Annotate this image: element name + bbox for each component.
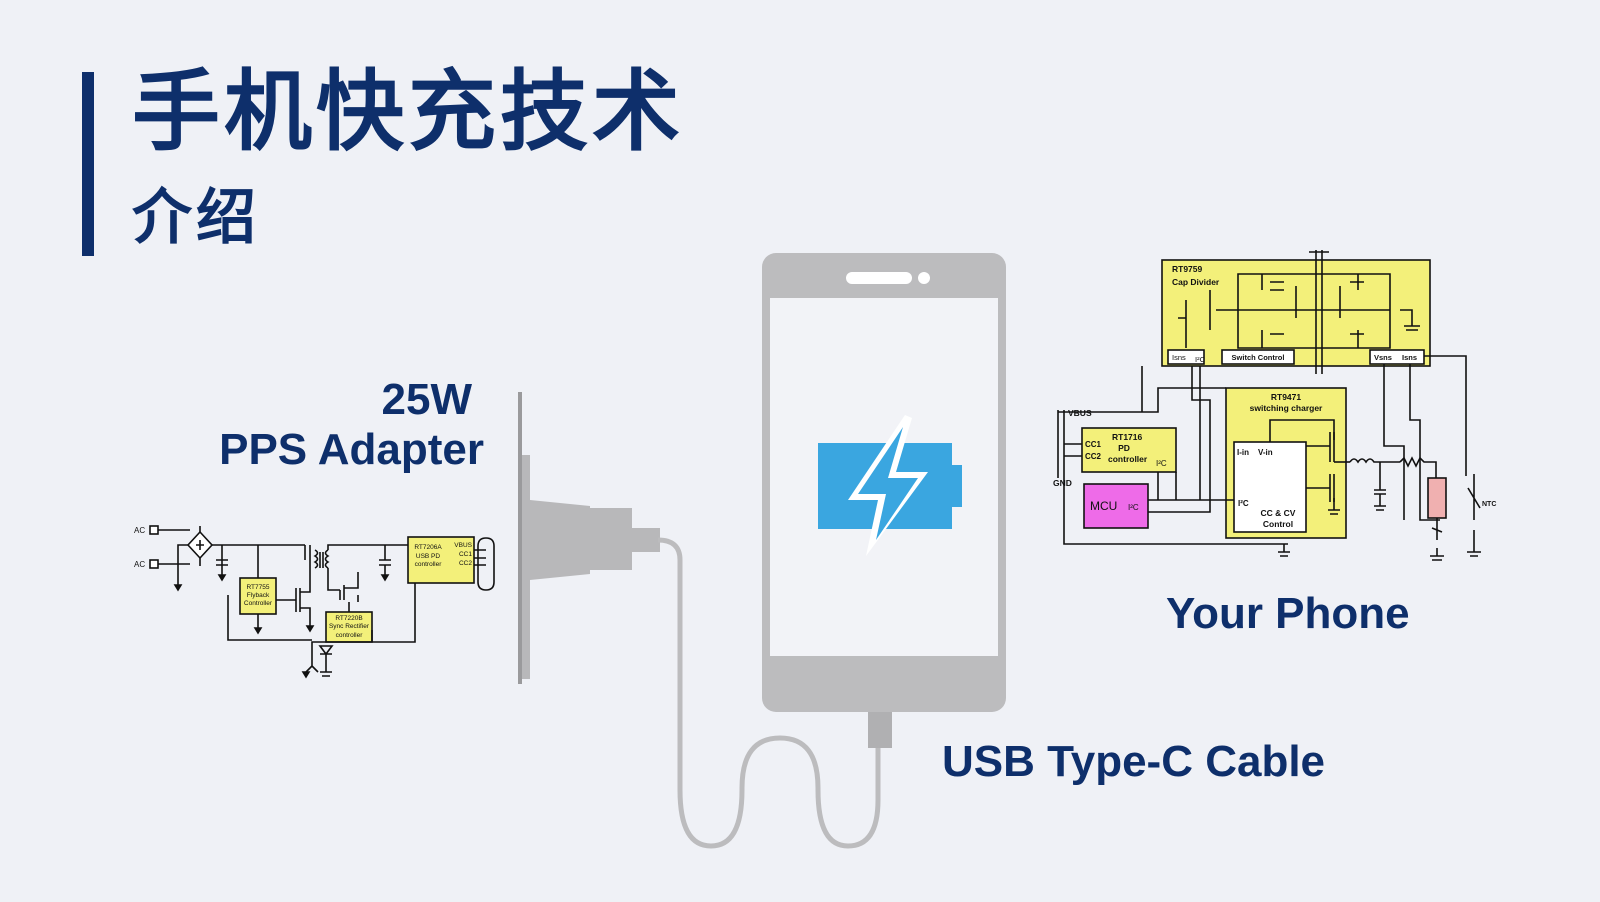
cap-pin-vsns: Vsns <box>1374 353 1392 362</box>
adapter-pd-label-1: RT7206A <box>414 544 442 551</box>
charger-label: switching charger <box>1250 403 1323 413</box>
phone-pd-cc1: CC1 <box>1085 440 1102 449</box>
adapter-pin-cc2: CC2 <box>459 560 472 567</box>
page-subtitle: 介绍 <box>132 183 260 253</box>
phone-schematic-labels: RT9759 Cap Divider Isns I²C Switch Contr… <box>1053 264 1496 529</box>
cap-pin-switch: Switch Control <box>1232 353 1285 362</box>
adapter-pd-label-3: controller <box>415 561 443 568</box>
sync-label-3: controller <box>336 632 364 639</box>
phone-pd-part: RT1716 <box>1112 432 1143 442</box>
phone-vbus-label: VBUS <box>1068 408 1092 418</box>
charger-part: RT9471 <box>1271 392 1302 402</box>
flyback-label-3: Controller <box>244 600 273 607</box>
cap-pin-i2c: I²C <box>1195 355 1206 364</box>
adapter-body <box>530 500 632 580</box>
mcu-label: MCU <box>1090 499 1117 513</box>
phone-speaker <box>846 272 912 284</box>
adapter-pd-label-2: USB PD <box>416 553 441 560</box>
phone-pd-cc2: CC2 <box>1085 452 1102 461</box>
flyback-label-2: Flyback <box>247 592 270 599</box>
adapter-power-label: 25W <box>381 375 472 424</box>
cap-divider-label: Cap Divider <box>1172 277 1220 287</box>
phone-pd-sub: controller <box>1108 454 1148 464</box>
adapter-pin-cc1: CC1 <box>459 551 472 558</box>
wall-adapter <box>518 392 660 684</box>
mcu-i2c: I²C <box>1128 503 1139 512</box>
cable-label: USB Type-C Cable <box>942 737 1326 786</box>
cap-pin-isns2: Isns <box>1402 353 1417 362</box>
adapter-plate <box>522 455 530 679</box>
cap-divider-part: RT9759 <box>1172 264 1203 274</box>
page-title: 手机快充技术 <box>132 60 685 163</box>
ac-label-2: AC <box>134 560 145 569</box>
phone-camera <box>918 272 930 284</box>
battery-charging-icon <box>818 415 962 556</box>
adapter-name-label: PPS Adapter <box>219 425 484 474</box>
cable-connector <box>868 712 892 748</box>
charger-pin-vin: V-in <box>1258 448 1273 457</box>
charger-pin-i2c: I²C <box>1238 499 1249 508</box>
ntc-label: NTC <box>1482 501 1496 508</box>
title-accent-bar <box>82 72 94 256</box>
charger-ctrl-1: CC & CV <box>1261 508 1296 518</box>
wall-line <box>518 392 522 684</box>
cap-pin-isns: Isns <box>1172 353 1186 362</box>
usb-cable <box>657 537 881 849</box>
phone-gnd-label: GND <box>1053 478 1072 488</box>
adapter-plug <box>632 528 660 552</box>
phone-illustration <box>762 253 1006 712</box>
charger-ctrl-2: Control <box>1263 519 1293 529</box>
phone-pd-label: PD <box>1118 443 1130 453</box>
ac-label-1: AC <box>134 526 145 535</box>
phone-schematic <box>1057 250 1481 561</box>
sync-label-2: Sync Rectifier <box>329 623 370 630</box>
adapter-pin-vbus: VBUS <box>454 542 472 549</box>
flyback-label-1: RT7755 <box>246 584 269 591</box>
phone-label: Your Phone <box>1166 589 1410 638</box>
phone-pd-i2c: I²C <box>1156 459 1167 468</box>
adapter-schematic-labels: AC AC RT7755 Flyback Controller RT7220B … <box>134 526 473 639</box>
adapter-schematic <box>149 525 495 679</box>
charger-pin-iin: I-in <box>1237 448 1249 457</box>
sync-label-1: RT7220B <box>335 615 362 622</box>
